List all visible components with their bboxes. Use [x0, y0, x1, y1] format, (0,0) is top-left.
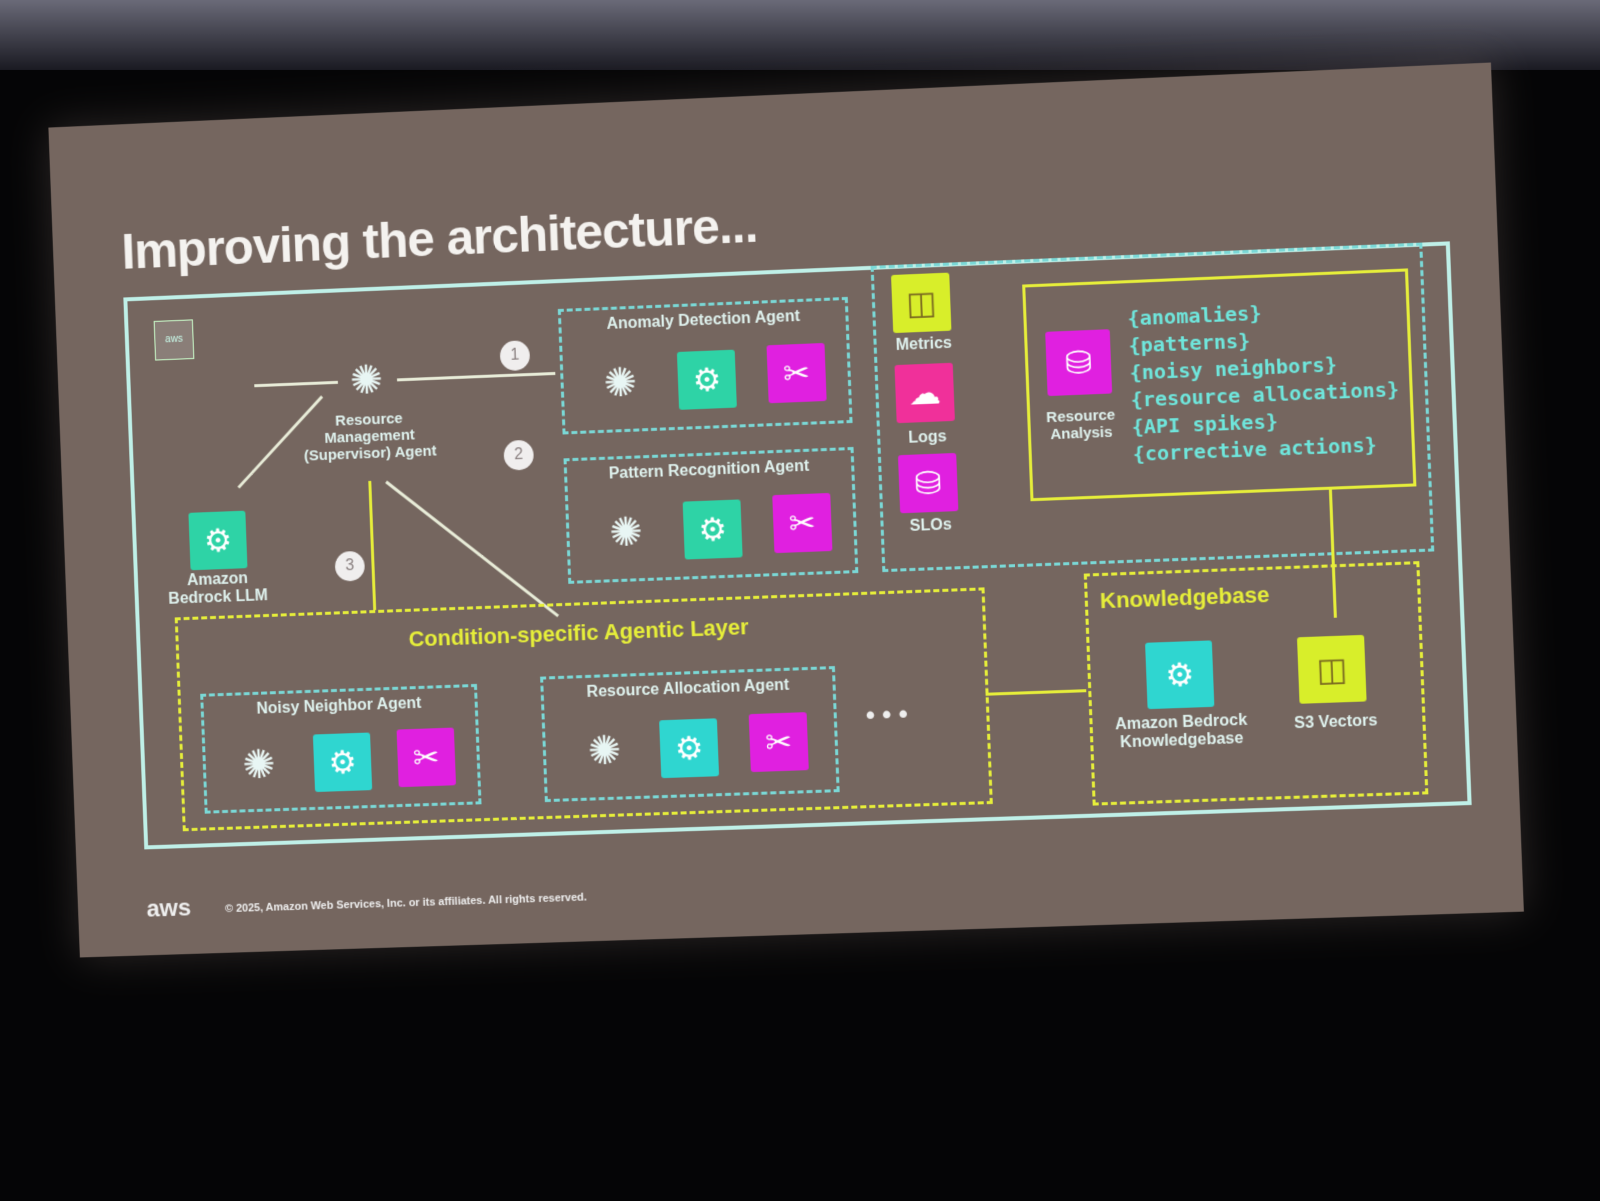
analysis-outputs: {anomalies} {patterns} {noisy neighbors}…	[1127, 294, 1402, 468]
brain-icon: ✺	[596, 503, 656, 563]
agentic-layer-title: Condition-specific Agentic Layer	[178, 606, 983, 661]
bedrock-knowledgebase-icon: ⚙	[1145, 640, 1214, 709]
room-wall	[0, 0, 1600, 70]
presentation-slide: Improving the architecture... aws ✺ Reso…	[48, 63, 1523, 958]
agentic-layer: Condition-specific Agentic Layer Noisy N…	[175, 587, 993, 831]
model-icon: ⚙	[683, 499, 743, 559]
brain-icon: ✺	[590, 353, 650, 413]
model-icon: ⚙	[659, 718, 719, 778]
knowledgebase-title: Knowledgebase	[1099, 582, 1269, 614]
s3-vectors-bucket-icon: ◫	[1297, 635, 1367, 704]
agent-title: Anomaly Detection Agent	[561, 306, 846, 336]
resource-analysis-box: ⛁ Resource Analysis {anomalies} {pattern…	[1022, 268, 1416, 501]
brain-icon: ✺	[229, 735, 288, 794]
metrics-label: Metrics	[883, 334, 964, 355]
noisy-neighbor-agent: Noisy Neighbor Agent ✺ ⚙ ✂	[200, 684, 481, 814]
resource-analysis-icon: ⛁	[1045, 329, 1112, 396]
copyright: © 2025, Amazon Web Services, Inc. or its…	[225, 891, 587, 915]
tools-icon: ✂	[766, 343, 826, 403]
pattern-recognition-agent: Pattern Recognition Agent ✺ ⚙ ✂	[564, 447, 859, 584]
s3-vectors-label: S3 Vectors	[1280, 712, 1393, 734]
slos-label: SLOs	[890, 516, 971, 537]
agent-title: Resource Allocation Agent	[543, 675, 832, 703]
anomaly-detection-agent: Anomaly Detection Agent ✺ ⚙ ✂	[558, 297, 853, 435]
model-icon: ⚙	[313, 732, 372, 792]
logs-label: Logs	[887, 427, 968, 448]
bedrock-knowledgebase-label: Amazon Bedrock Knowledgebase	[1107, 711, 1255, 752]
metrics-bucket-icon: ◫	[891, 273, 951, 334]
slide-title: Improving the architecture...	[121, 196, 759, 281]
slos-database-icon: ⛁	[898, 453, 958, 513]
aws-logo: aws	[146, 894, 191, 923]
tools-icon: ✂	[772, 493, 832, 553]
knowledgebase-box: Knowledgebase ⚙ Amazon Bedrock Knowledge…	[1084, 561, 1429, 806]
tools-icon: ✂	[749, 712, 809, 772]
more-agents-ellipsis: • • •	[865, 699, 908, 732]
tools-icon: ✂	[397, 728, 456, 788]
model-icon: ⚙	[677, 350, 737, 410]
agent-title: Noisy Neighbor Agent	[203, 693, 475, 721]
agent-title: Pattern Recognition Agent	[567, 456, 852, 485]
resource-analysis-label: Resource Analysis	[1035, 406, 1127, 444]
brain-icon: ✺	[575, 721, 635, 781]
aws-badge: aws	[154, 319, 195, 360]
supervisor-label: Resource Management (Supervisor) Agent	[295, 408, 445, 465]
resource-allocation-agent: Resource Allocation Agent ✺ ⚙ ✂	[540, 666, 840, 802]
bedrock-llm-icon: ⚙	[188, 511, 247, 571]
logs-cloud-search-icon: ☁	[894, 363, 954, 423]
supervisor-brain-icon: ✺	[337, 351, 396, 411]
bedrock-llm-label: Amazon Bedrock LLM	[153, 569, 282, 609]
